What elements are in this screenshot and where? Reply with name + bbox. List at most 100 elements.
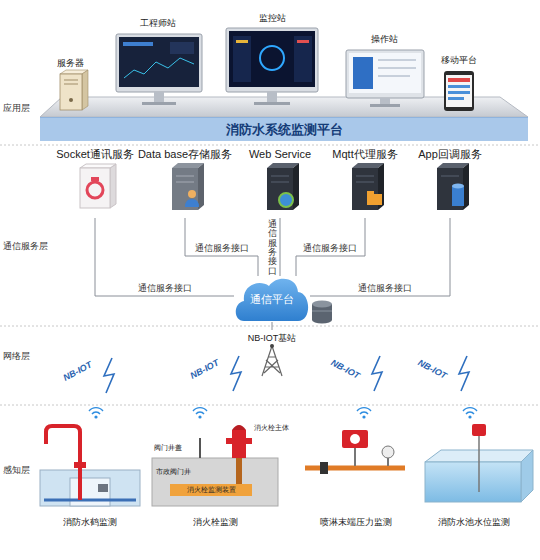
screen-gauge [260,46,284,70]
interface-line [296,218,365,276]
pc-tower [60,74,82,110]
pressure-transmitter [342,430,368,448]
hydrant-outlet [226,438,252,444]
edge-label: 通信服务接口 [194,243,250,254]
folder-symbol [367,194,382,205]
screen-line [378,60,416,61]
server-body [437,168,463,210]
part-label: 消火栓主体 [254,424,289,432]
platform-band: 消防水系统监测平台 [40,117,528,141]
user-body [185,199,199,207]
interface-line [95,218,234,296]
node-text: Web Service [249,148,311,161]
sensor-scene: 喷淋末端压力监测 [300,412,412,530]
tower-antenna [270,344,274,348]
wireless-bolt [459,356,469,391]
push-rod [199,438,201,458]
node-text: 喷淋末端压力监测 [320,517,392,528]
edge-label: 通信服务接口 [357,283,413,294]
layer-separator [0,405,540,406]
layer-name: 应用层 [3,104,30,114]
monitor-device [170,484,252,496]
server-slot [441,176,459,177]
socket-box-side [110,164,116,208]
tablet-row [448,97,464,100]
gauge-stem [387,458,389,466]
server-side [198,163,204,210]
server-body [172,168,198,210]
wireless-bolt [104,358,114,393]
socket-box-top [80,164,116,168]
ground-block [40,470,140,506]
screen-panel [294,36,312,82]
wireless-bolt [372,356,382,391]
wifi-arc [463,408,477,414]
node-text: Data base存储服务 [138,148,232,161]
server-slot [271,182,289,183]
storage-cylinder [312,311,332,312]
node-text: 服务器 [57,58,84,69]
monitor-frame [346,50,424,98]
server-slot [356,182,374,183]
tablet-body [444,71,474,111]
globe-symbol [279,193,293,207]
user-head [188,190,196,198]
screen-chart [124,58,194,78]
sensor-scene: 消防水池水位监测 [418,412,530,530]
base-station: NB-IOT基站 [230,330,314,376]
hydrant-cap [232,425,246,430]
node-text: 操作站 [371,34,398,45]
part-label: 消火栓监测装置 [187,486,236,494]
node-text: 监控站 [259,13,286,24]
node-text: 工程师站 [140,18,176,29]
network-tag: NB-IOT [62,360,94,383]
pc-slot [64,80,78,81]
interface-line [310,218,450,296]
tower-symbol [262,346,282,376]
transmitter-dial [350,434,360,444]
pc-slot [64,84,78,85]
screen-bar [123,42,153,46]
monitor-frame [116,34,202,92]
monitor-stand [380,98,390,104]
screen-bar [297,40,309,43]
platform-cloud: 通信平台 [234,276,310,322]
server-slot [356,176,374,177]
wifi-dot [362,415,365,418]
crane-flange [74,462,86,468]
service-server: App回调服务 [410,148,490,218]
server-side [293,163,299,210]
folder-symbol [367,191,374,195]
hydrant-riser [236,458,242,484]
monitor-screen [119,37,199,87]
tablet-row [448,91,470,94]
wifi-symbol [89,408,477,414]
screen-bar [236,40,248,43]
server-body [267,168,293,210]
device-station: 操作站 [338,34,430,106]
transmitter-stem [354,448,356,466]
server-slot [271,176,289,177]
wifi-dot [94,415,97,418]
wireless-bolt [231,356,241,391]
wifi-dot [198,415,201,418]
level-rod [478,436,480,492]
node-text: 消防水池水位监测 [438,517,510,528]
sensor-scene: 消防水鹤监测 [35,412,145,530]
storage-cylinder [312,301,332,308]
pipe-valve [320,462,328,474]
tablet-row [448,78,470,82]
server-slot [176,182,194,183]
node-text: Mqtt代理服务 [332,148,397,161]
level-sensor [472,424,486,436]
screen-panel [353,57,373,89]
screen-line [378,68,416,69]
node-text: App回调服务 [418,148,482,161]
monitor-base [142,102,176,105]
part-label: 阀门井盖 [154,444,182,452]
edge-label: 通信服务接口 [302,243,358,254]
monitor-base [254,102,290,105]
interface-line [280,218,281,276]
cylinder-symbol [452,186,464,206]
service-server: Mqtt代理服务 [325,148,405,218]
